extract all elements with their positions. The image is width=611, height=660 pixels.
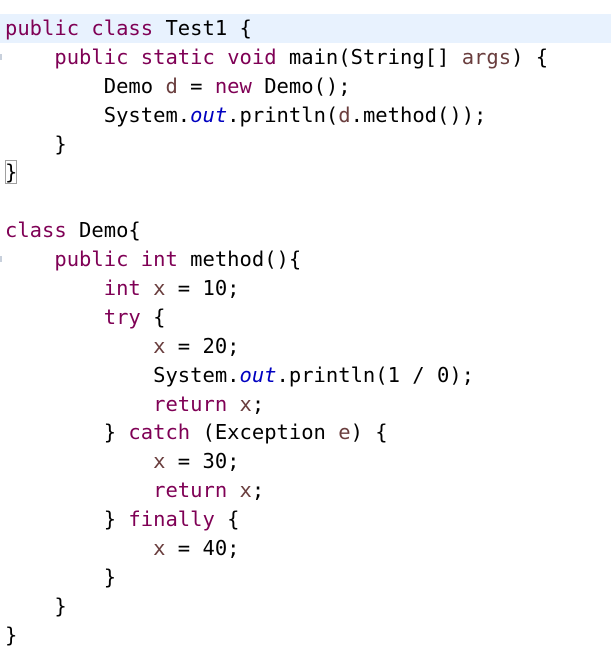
code-line-22[interactable]: } [0,621,611,650]
keyword-token: public [54,44,129,69]
code-text [5,305,104,329]
variable-token: d [338,102,351,127]
code-line-20[interactable]: } [0,563,611,592]
code-line-4[interactable]: System.out.println(d.method()); [0,101,611,130]
code-line-8[interactable]: class Demo{ [0,216,611,245]
code-text [5,449,153,473]
code-text: ; [251,478,265,503]
code-line-6[interactable]: } [0,158,611,187]
code-text: } [5,420,129,445]
code-line-5[interactable]: } [0,130,611,159]
code-text: Demo(); [251,73,351,98]
code-text [79,16,91,40]
code-text: { [140,304,166,329]
code-text: = 30; [165,449,240,474]
code-text: } [5,564,117,589]
code-line-2[interactable]: public static void main(String[] args) { [0,43,611,72]
code-editor[interactable]: public class Test1 { public static void … [0,14,611,650]
code-text [128,45,140,69]
keyword-token: catch [128,420,191,445]
keyword-token: return [153,391,228,416]
code-text [5,45,54,69]
code-line-9[interactable]: public int method(){ [0,245,611,274]
code-text [5,392,153,416]
keyword-token: int [140,247,178,272]
code-text [5,536,153,560]
code-text: } [5,131,67,156]
code-text: = 10; [165,276,240,301]
code-line-13[interactable]: System.out.println(1 / 0); [0,361,611,390]
code-line-19[interactable]: x = 40; [0,534,611,563]
variable-token: d [165,73,178,98]
variable-token: x [153,449,166,474]
keyword-token: finally [128,507,215,532]
code-text: .println(1 / 0); [276,362,475,387]
code-text: = [177,73,215,98]
code-text [5,334,153,358]
code-line-14[interactable]: return x; [0,390,611,419]
keyword-token: void [227,44,277,69]
code-text [141,276,153,300]
code-text: Test1 { [153,16,252,40]
code-text: System. [5,102,191,127]
variable-token: x [239,391,252,416]
keyword-token: public [54,247,129,272]
code-line-10[interactable]: int x = 10; [0,274,611,303]
keyword-token: new [214,73,252,98]
variable-token: x [153,333,166,358]
variable-token: x [153,276,166,301]
code-text: = 20; [165,333,240,358]
code-line-18[interactable]: } finally { [0,505,611,534]
code-text: (Exception [190,420,339,445]
keyword-token: class [91,16,154,40]
code-text [5,478,153,502]
code-line-21[interactable]: } [0,592,611,621]
keyword-token: int [103,276,141,301]
code-line-7[interactable] [0,187,611,216]
field-token: out [239,362,277,387]
code-line-16[interactable]: x = 30; [0,447,611,476]
code-text: System. [5,362,240,387]
code-text [215,45,227,69]
code-text [5,276,104,300]
code-text: Demo{ [66,218,141,243]
keyword-token: return [153,478,228,503]
code-line-17[interactable]: return x; [0,476,611,505]
field-token: out [190,102,228,127]
code-text [5,247,54,271]
code-text: ) { [511,44,549,69]
keyword-token: class [5,218,67,243]
fold-marker-icon[interactable] [0,256,2,263]
code-line-1[interactable]: public class Test1 { [0,14,611,43]
variable-token: e [338,420,351,445]
code-text: .println( [227,102,339,127]
code-text: } [5,593,67,618]
code-text: { [214,507,240,532]
keyword-token: try [103,304,141,329]
variable-token: x [239,478,252,503]
code-text: Demo [5,73,166,98]
code-text: main(String[] [276,44,462,69]
keyword-token: static [140,44,215,69]
code-text [227,392,239,416]
code-line-3[interactable]: Demo d = new Demo(); [0,72,611,101]
code-text: } [5,507,129,532]
code-text: .method()); [350,102,487,127]
code-line-12[interactable]: x = 20; [0,332,611,361]
code-text: method(){ [177,247,302,272]
code-text: ; [251,391,265,416]
variable-token: x [153,536,166,561]
code-text: } [5,622,18,647]
code-text [128,247,140,271]
matching-bracket: } [5,160,18,185]
code-text [227,478,239,502]
keyword-token: public [5,16,80,40]
variable-token: args [461,44,512,69]
fold-marker-icon[interactable] [0,53,2,60]
code-line-15[interactable]: } catch (Exception e) { [0,418,611,447]
code-text: = 40; [165,536,240,561]
code-text: ) { [350,420,388,445]
code-line-11[interactable]: try { [0,303,611,332]
